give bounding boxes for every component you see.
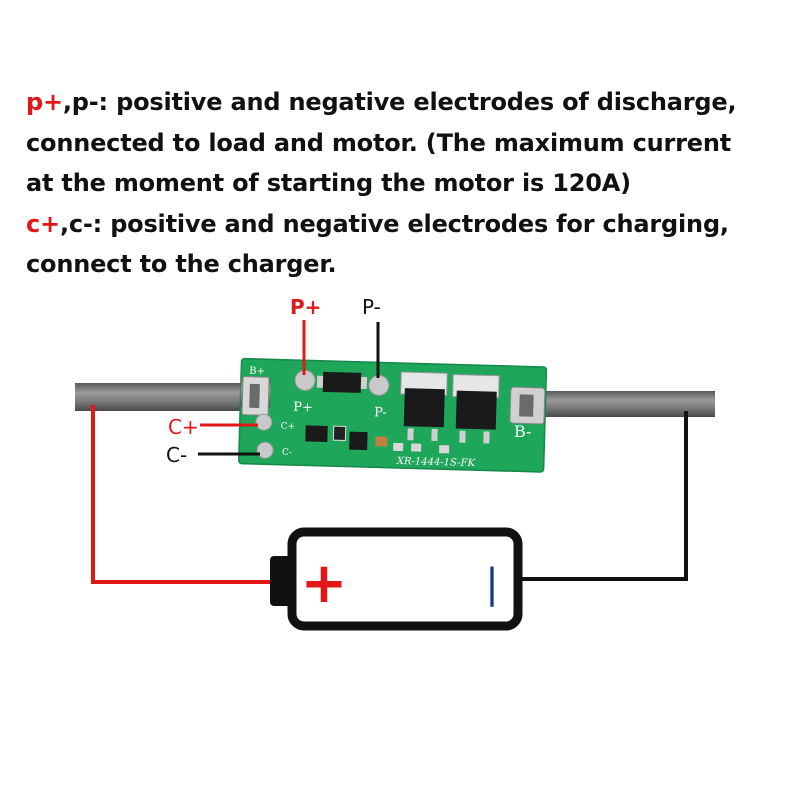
description-text: p+,p-: positive and negative electrodes …: [26, 82, 786, 285]
silk-b-plus: B+: [249, 366, 265, 377]
mosfet-1: [400, 371, 448, 442]
ic-chip-1: [305, 425, 328, 442]
silk-model: XR-1444-1S-FK: [396, 456, 476, 469]
capacitor-1: [375, 436, 388, 447]
silk-b-minus: B-: [514, 422, 531, 441]
description-line-1: p+,p-: positive and negative electrodes …: [26, 88, 737, 116]
term-c-plus: c+: [26, 209, 60, 238]
resistor-1: [332, 425, 347, 441]
description-line-3: at the moment of starting the motor is 1…: [26, 169, 631, 197]
label-c-plus: C+: [168, 415, 199, 439]
label-c-minus: C-: [166, 443, 187, 467]
battery-plus-sign: +: [301, 551, 348, 616]
description-line-5: connect to the charger.: [26, 250, 337, 278]
silk-c-minus: C-: [282, 448, 292, 458]
description-line-4: c+,c-: positive and negative electrodes …: [26, 209, 729, 238]
pcb-board: B+ P+ P- C+ C- XR-1444-1S-FK: [237, 357, 548, 473]
term-p-plus: p+: [26, 88, 63, 116]
silk-p-plus: P+: [293, 400, 313, 416]
ic-chip-2: [349, 431, 368, 451]
label-p-minus: P-: [362, 295, 381, 319]
silk-c-plus: C+: [281, 422, 296, 432]
battery-symbol: + |: [270, 527, 523, 631]
p-minus-pad: [368, 374, 390, 396]
diode-component: [322, 371, 362, 393]
wire-black: [520, 411, 688, 581]
c-minus-pad: [256, 441, 274, 459]
mosfet-2: [452, 373, 500, 444]
silk-p-minus: P-: [374, 405, 387, 420]
c-plus-pad: [255, 413, 273, 431]
battery-minus-mark: |: [485, 561, 498, 607]
description-line-2: connected to load and motor. (The maximu…: [26, 128, 732, 157]
wire-red: [91, 405, 275, 584]
nickel-strip-left: [75, 383, 265, 411]
battery-body: [287, 527, 523, 631]
label-p-plus: P+: [290, 295, 321, 319]
